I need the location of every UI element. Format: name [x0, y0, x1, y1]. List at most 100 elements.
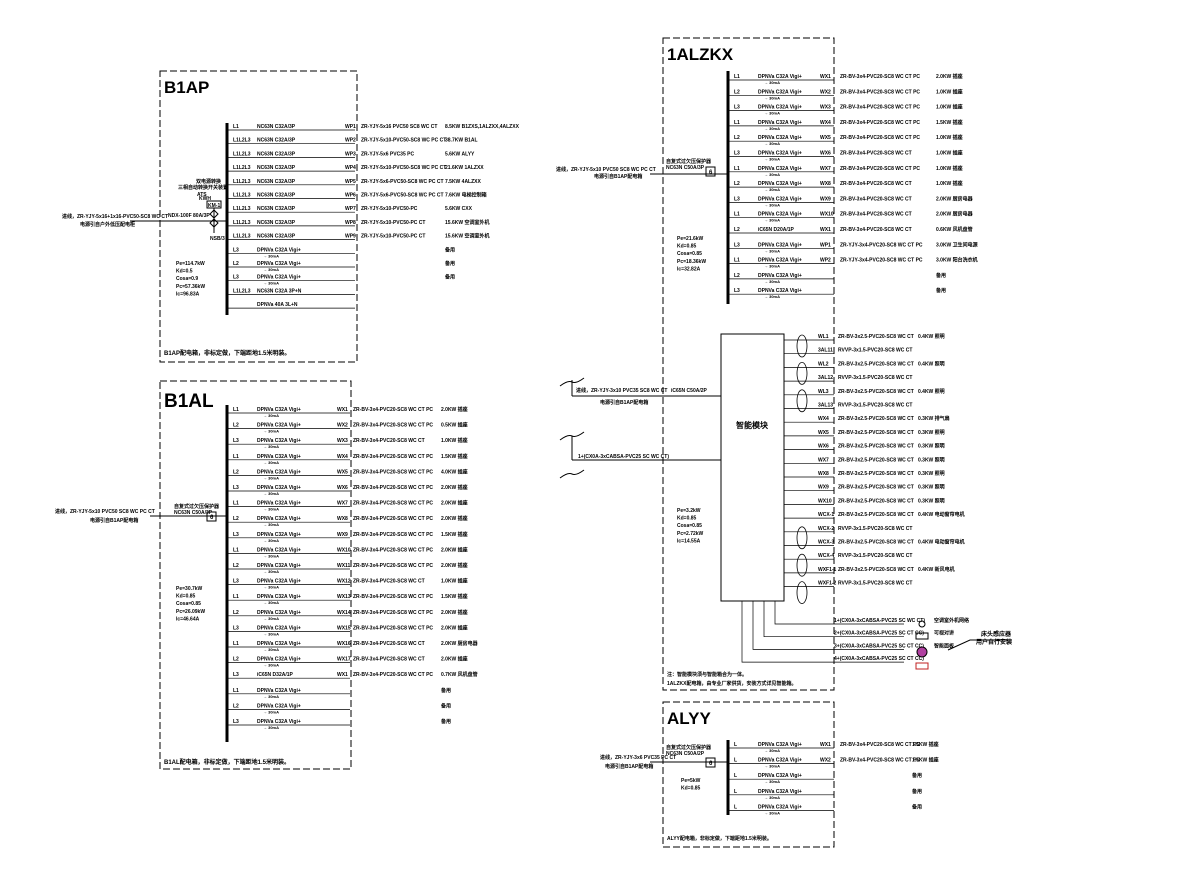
smart-code: WX4 — [818, 416, 829, 422]
circuit-code: WX1 — [337, 672, 348, 678]
circuit-load: 1.0KW 插座 — [936, 180, 963, 187]
smart-code: WCX-2 — [818, 526, 834, 532]
circuit-rcd: → 30mA — [764, 126, 780, 131]
b1ap-relay: 双电源转换 — [196, 178, 222, 185]
b1ap-incoming2: 电源引自户外低压配电柜 — [80, 221, 135, 228]
smart-module-label: 智能模块 — [736, 420, 769, 430]
circuit-code: WX6 — [820, 151, 831, 157]
circuit-breaker: DPNVa C32A Vigi+ — [758, 273, 802, 279]
smart-cable: ZR-BV-3x2.5-PVC20-SC8 WC CT — [838, 567, 914, 573]
smart-code: 3AL13 — [818, 403, 833, 409]
circuit-load: 2.0KW 插座 — [936, 73, 963, 80]
circuit-rcd: → 30mA — [764, 157, 780, 162]
calc-line: Kd=0.85 — [677, 516, 697, 522]
circuit-cable: ZR-YJY-5x10-PVC50-SC8 WC PC CT — [361, 138, 446, 144]
circuit-code: WP3 — [345, 151, 356, 157]
circuit-code: WX3 — [820, 105, 831, 111]
smart-callout2: 用户自行安装 — [975, 638, 1012, 646]
circuit-breaker: DPNVa C32A Vigi+ — [257, 563, 301, 569]
smart-breaker: iC65N C50A/2P — [671, 388, 708, 394]
circuit-breaker: DPNVa C32A Vigi+ — [758, 196, 802, 202]
circuit-phase: L3 — [734, 196, 740, 202]
circuit-load: 2.0KW 插座 — [441, 562, 468, 569]
circuit-breaker: DPNVa 40A 3L+N — [257, 302, 298, 308]
calc-line: Cosa=0.9 — [176, 276, 198, 282]
circuit-breaker: DPNVa C32A Vigi+ — [758, 135, 802, 141]
circuit-breaker: DPNVa C32A Vigi+ — [758, 758, 802, 764]
circuit-phase: L2 — [233, 516, 239, 522]
circuit-breaker: DPNVa C32A Vigi+ — [257, 423, 301, 429]
circuit-load: 8.5KW B1ZXS,1ALZXX,4ALZXX — [445, 124, 520, 130]
smart-signal-list: 1+(CX0A-3xCABSA-PVC25 SC WC CT)空调室外机网络2+… — [741, 601, 969, 670]
alzxx-incoming: 进线，ZR-YJY-5x10 PVC50 SC8 WC PC CT — [556, 166, 656, 173]
calc-line: Ic=32.82A — [677, 266, 701, 272]
circuit-phase: L2 — [734, 89, 740, 95]
smart-callout: 床头感应器 — [981, 630, 1012, 638]
circuit-code: WX5 — [820, 135, 831, 141]
circuit-code: WX4 — [820, 120, 831, 126]
circuit-breaker: DPNVa C32A Vigi+ — [257, 688, 301, 694]
circuit-phase: L2 — [734, 227, 740, 233]
circuit-load: 备用 — [440, 718, 451, 725]
circuit-rcd: → 30mA — [263, 475, 279, 480]
circuit-breaker: DPNVa C32A Vigi+ — [257, 547, 301, 553]
circuit-breaker: DPNVa C32A Vigi+ — [257, 469, 301, 475]
circuit-load: 2.0KW 插座 — [441, 624, 468, 631]
circuit-rcd: → 30mA — [263, 281, 279, 286]
circuit-code: WX9 — [337, 532, 348, 538]
alyy-note: ALYY配电箱，非标定做，下端距地1.5米明装。 — [667, 835, 772, 842]
circuit-cable: ZR-BV-3x4-PVC20-SC8 WC CT — [353, 657, 425, 663]
smart-bus: 1+(CX0A-3xCABSA-PVC25 SC WC CT) — [578, 454, 669, 460]
calc-line: Ic=96.83A — [176, 291, 200, 297]
circuit-phase: L — [734, 742, 737, 748]
smart-cable: ZR-BV-3x2.5-PVC20-SC8 WC CT — [838, 485, 914, 491]
circuit-phase: L2 — [233, 610, 239, 616]
smart-cable: RVVP-3x1.5-PVC20-SC8 WC CT — [838, 526, 912, 532]
circuit-phase: L3 — [233, 438, 239, 444]
circuit-rcd: → 30mA — [764, 279, 780, 284]
circuit-phase: L2 — [734, 273, 740, 279]
circuit-load: 备用 — [440, 687, 451, 694]
circuit-code: WX11 — [337, 563, 351, 569]
signal-row: 3+(CX0A-3xCABSA-PVC25 SC CT CC)智能面板 — [752, 601, 955, 650]
circuit-code: WP1 — [345, 124, 356, 130]
circuit-code: WX1 — [337, 407, 348, 413]
circuit-breaker: DPNVa C32A Vigi+ — [758, 789, 802, 795]
smart-load: 0.3KW 照明 — [918, 497, 945, 504]
circuit-code: WX7 — [337, 501, 348, 507]
circuit-breaker: NC63N C32A 3P+N — [257, 288, 302, 294]
circuit-phase: L1 — [233, 454, 239, 460]
circuit-phase: L1 — [734, 258, 740, 264]
circuit-phase: L1 — [233, 641, 239, 647]
circuit-breaker: DPNVa C32A Vigi+ — [257, 625, 301, 631]
circuit-phase: L1 — [233, 501, 239, 507]
calc-line: Pe=114.7kW — [176, 261, 205, 267]
smart-load: 0.4KW 电动窗帘电机 — [918, 539, 965, 546]
circuit-cable: ZR-YJY-5x6-PVC50-SC8 WC PC CT — [361, 179, 444, 185]
circuit-rcd: → 30mA — [263, 694, 279, 699]
circuit-rcd: → 30mA — [263, 444, 279, 449]
alzxx-device2: NC63N C50A/3P — [666, 165, 705, 171]
circuit-phase: L2 — [734, 135, 740, 141]
smart-cable: ZR-BV-3x2.5-PVC20-SC8 WC CT — [838, 361, 914, 367]
circuit-cable: ZR-YJY-5x10-PVC50-SC8 WC PC CT — [361, 165, 446, 171]
circuit-code: WP9 — [345, 234, 356, 240]
alzxx-device: 自复式过欠压保护器 — [666, 158, 712, 165]
smart-code: WL3 — [818, 389, 829, 395]
circuit-phase: L2 — [233, 563, 239, 569]
circuit-code: WX2 — [820, 89, 831, 95]
circuit-load: 7.5KW 4ALZXX — [445, 179, 482, 185]
circuit-load: 1.5KW 插座 — [936, 119, 963, 126]
circuit-rcd: → 30mA — [764, 795, 780, 800]
circuit-breaker: DPNVa C32A Vigi+ — [758, 74, 802, 80]
